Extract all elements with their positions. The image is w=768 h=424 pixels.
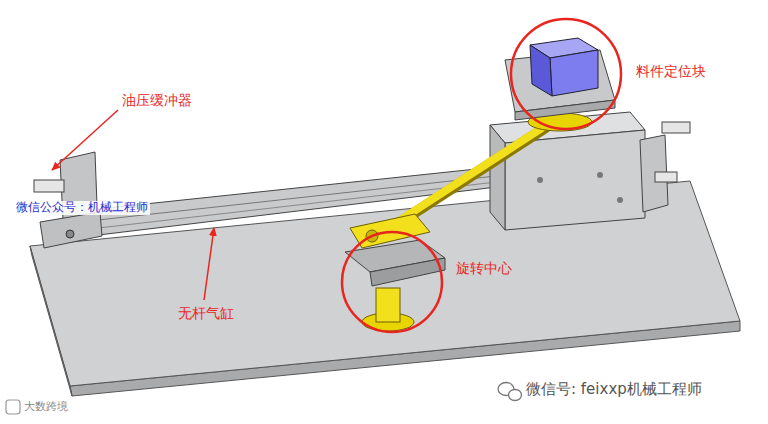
swing-arm: [385, 126, 545, 230]
hydraulic-buffer: [655, 172, 677, 182]
hydraulic-buffer: [662, 122, 690, 133]
pivot-plate-edge: [370, 258, 445, 286]
hydraulic-buffer: [34, 180, 64, 192]
watermark: 微信号: feixxp机械工程师: [526, 381, 702, 398]
watermark: 大数跨境: [24, 401, 68, 414]
callout-circle: [511, 19, 621, 129]
screw: [66, 230, 74, 238]
workpiece-side: [530, 45, 552, 96]
logo-mark: [6, 400, 20, 414]
leader-arrow: [52, 110, 118, 170]
watermark: 微信公众号：机械工程师: [14, 201, 150, 215]
bracket-foot: [40, 212, 102, 248]
base-plate-side: [30, 246, 72, 396]
carriage-side: [490, 125, 505, 230]
callout-circle: [342, 232, 442, 332]
part-label: 无杆气缸: [178, 305, 234, 321]
workpiece: [550, 50, 598, 96]
screw: [597, 172, 603, 178]
part-label: 油压缓冲器: [122, 92, 192, 108]
part-label: 旋转中心: [456, 260, 512, 276]
wechat-icon: [509, 390, 522, 401]
leader-arrow: [204, 228, 214, 300]
pivot-shaft: [376, 288, 400, 322]
screw: [537, 177, 543, 183]
screw: [617, 197, 623, 203]
part-label: 料件定位块: [636, 63, 706, 79]
